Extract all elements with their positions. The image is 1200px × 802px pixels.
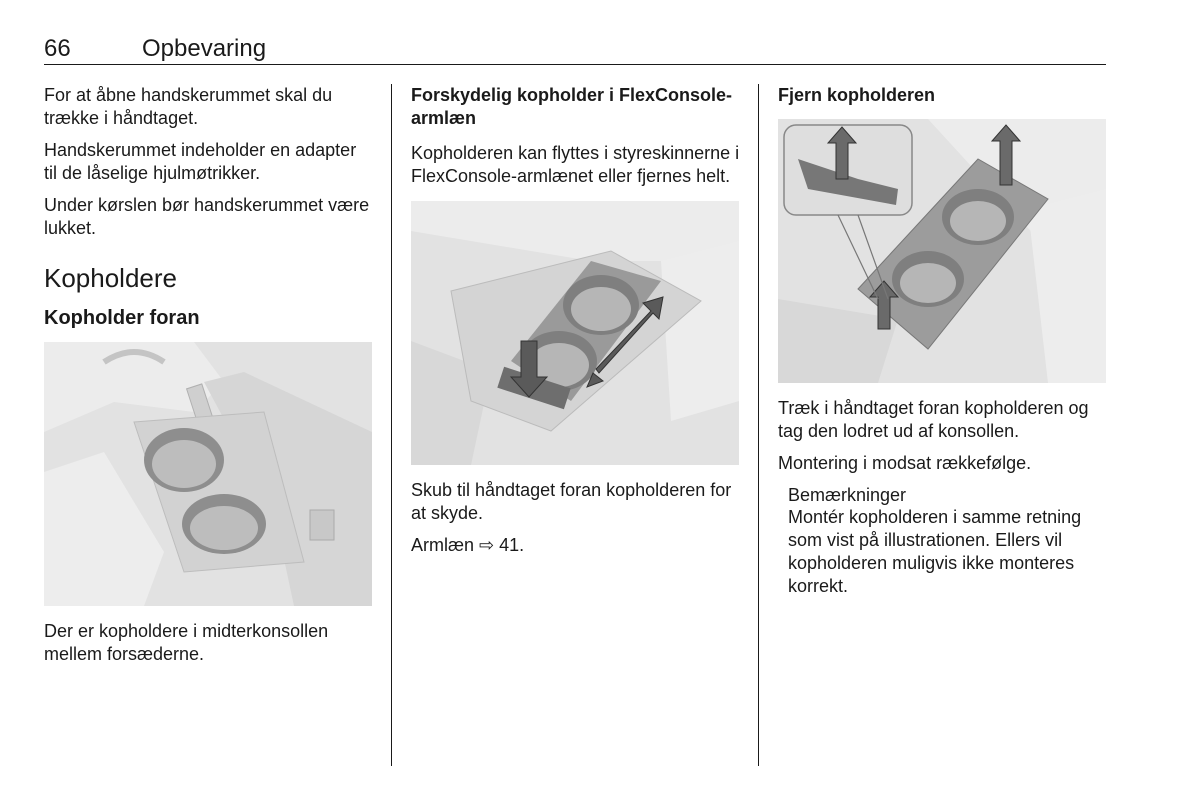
section-heading: Fjern kopholderen [778, 85, 936, 105]
note-label: Bemærkninger [788, 485, 907, 505]
front-cupholder-illustration [44, 342, 372, 606]
caption: Der er kopholdere i midterkonsollen mell… [44, 621, 329, 664]
remove-cupholder-illustration [778, 119, 1106, 383]
subheading: Kopholder foran [44, 307, 200, 329]
sliding-cupholder-illustration [411, 201, 739, 465]
note-text: Montér kopholderen i samme retning som v… [788, 507, 1082, 596]
paragraph: Træk i håndtaget foran kopholderen og ta… [778, 398, 1089, 441]
cross-reference: Armlæn ⇨ 41. [411, 535, 525, 555]
paragraph: Handskerummet indeholder en adapter til … [44, 140, 357, 183]
column-divider [391, 84, 392, 766]
paragraph: Montering i modsat rækkefølge. [778, 453, 1032, 473]
paragraph: Skub til håndtaget foran kopholderen for… [411, 480, 732, 523]
section-heading: Kopholdere [44, 263, 177, 293]
note-box: Bemærkninger Montér kopholderen i samme … [788, 484, 1108, 598]
page-header: 66 Opbevaring [44, 34, 1106, 65]
page-number: 66 [44, 35, 71, 62]
column-1: For at åbne handskerummet skal du trække… [44, 84, 374, 675]
paragraph: Kopholderen kan flyttes i styreskinnerne… [411, 143, 740, 186]
paragraph: For at åbne handskerummet skal du trække… [44, 85, 333, 128]
column-3: Fjern kopholderen Træk i håndtaget foran… [778, 84, 1108, 598]
column-2: Forskydelig kopholder i FlexConsole-arml… [411, 84, 741, 566]
section-heading: Forskydelig kopholder i FlexConsole-arml… [411, 85, 733, 128]
column-divider [758, 84, 759, 766]
paragraph: Under kørslen bør handskerummet være luk… [44, 195, 370, 238]
page-title: Opbevaring [142, 35, 267, 62]
